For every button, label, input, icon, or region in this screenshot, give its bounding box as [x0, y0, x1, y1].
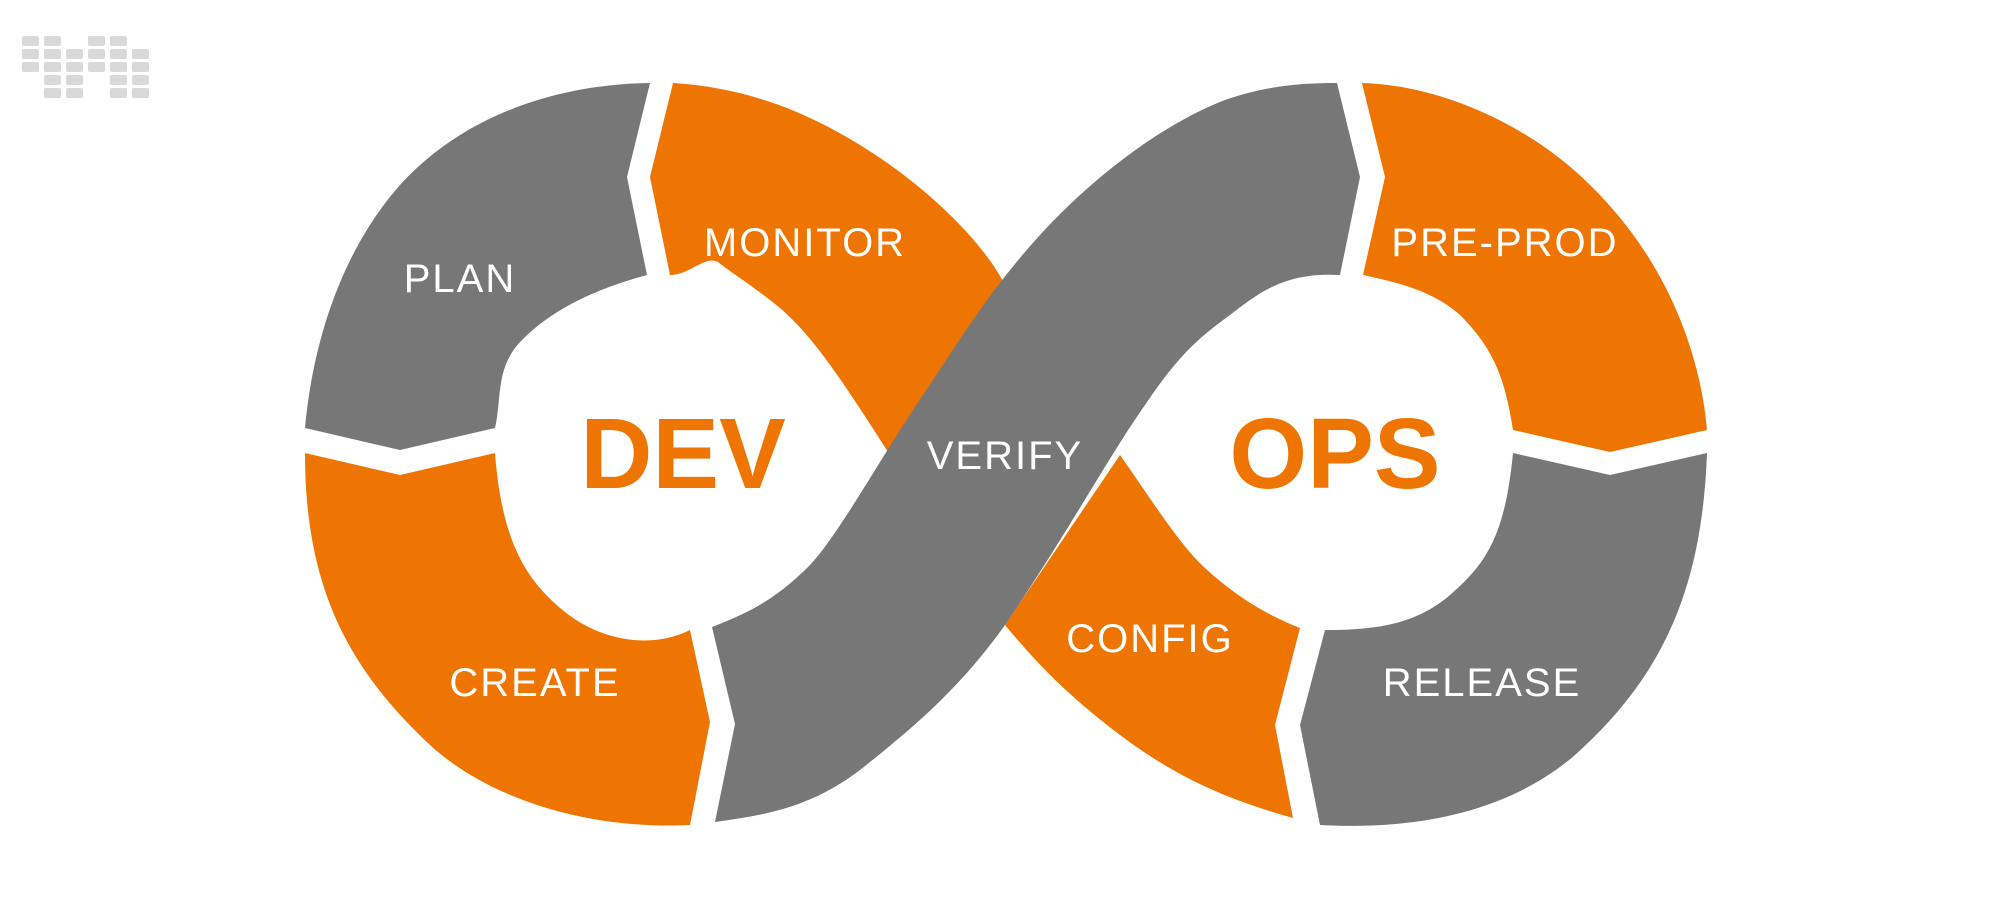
segment-plan — [305, 83, 650, 450]
label-plan: PLAN — [404, 257, 517, 301]
segment-create — [305, 453, 710, 826]
label-release: RELEASE — [1383, 661, 1582, 705]
label-create: CREATE — [449, 661, 620, 705]
label-pre-prod: PRE-PROD — [1391, 221, 1618, 265]
segment-verify — [712, 83, 1360, 822]
label-verify: VERIFY — [927, 434, 1083, 478]
label-config: CONFIG — [1066, 617, 1234, 661]
label-monitor: MONITOR — [704, 221, 906, 265]
segment-release — [1300, 453, 1707, 826]
segment-config — [1005, 455, 1300, 818]
logo-icon — [22, 36, 149, 98]
label-ops: OPS — [1229, 398, 1440, 510]
segment-monitor — [650, 83, 1005, 455]
segment-pre-prod — [1362, 83, 1707, 452]
label-dev: DEV — [580, 398, 786, 510]
